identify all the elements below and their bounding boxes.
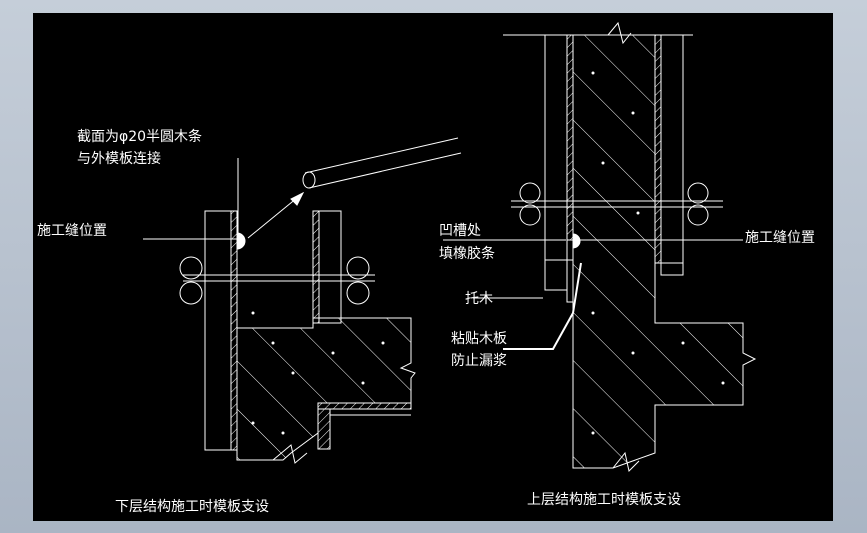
rubber-strip — [572, 233, 581, 249]
left-slab-soffit — [317, 408, 331, 450]
upper-left-plywood — [566, 34, 574, 241]
label-groove-line2: 填橡胶条 — [439, 245, 495, 262]
caption-left: 下层结构施工时模板支设 — [115, 499, 269, 515]
label-board-line2: 防止漏浆 — [451, 353, 507, 369]
right-wale-pipes — [519, 182, 709, 226]
upper-wall — [572, 34, 656, 241]
left-slab-formwork — [317, 402, 412, 410]
label-right-joint: 施工缝位置 — [745, 230, 815, 246]
left-outer-formwork — [204, 210, 232, 451]
upper-right-formwork — [660, 34, 684, 264]
upper-right-plywood — [654, 34, 662, 264]
label-groove-line1: 凹槽处 — [439, 223, 481, 239]
left-concrete-body — [236, 317, 416, 461]
left-section-drawing — [143, 137, 462, 464]
cad-drawing: 截面为φ20半圆木条 与外模板连接 施工缝位置 下层结构施工时模板支设 凹槽处 … — [37, 21, 815, 515]
left-inner-formwork — [318, 210, 342, 324]
label-board-line1: 粘贴木板 — [451, 331, 507, 347]
label-strip-line1: 截面为φ20半圆木条 — [77, 128, 202, 145]
left-outer-plywood — [230, 210, 238, 451]
strip-detail — [304, 137, 462, 189]
caption-right: 上层结构施工时模板支设 — [527, 492, 681, 508]
label-support: 托木 — [465, 291, 493, 307]
lower-concrete-body — [572, 239, 757, 469]
left-inner-plywood — [312, 210, 320, 324]
left-wale-pipes — [179, 256, 370, 305]
half-round-strip — [236, 232, 246, 250]
drawing-canvas: 截面为φ20半圆木条 与外模板连接 施工缝位置 下层结构施工时模板支设 凹槽处 … — [33, 13, 833, 521]
support-timber — [544, 259, 568, 291]
label-left-joint: 施工缝位置 — [37, 223, 107, 239]
glued-board-leader — [503, 262, 582, 350]
upper-left-formwork — [544, 34, 568, 261]
label-strip-line2: 与外模板连接 — [77, 150, 161, 167]
right-section-drawing — [443, 21, 757, 472]
